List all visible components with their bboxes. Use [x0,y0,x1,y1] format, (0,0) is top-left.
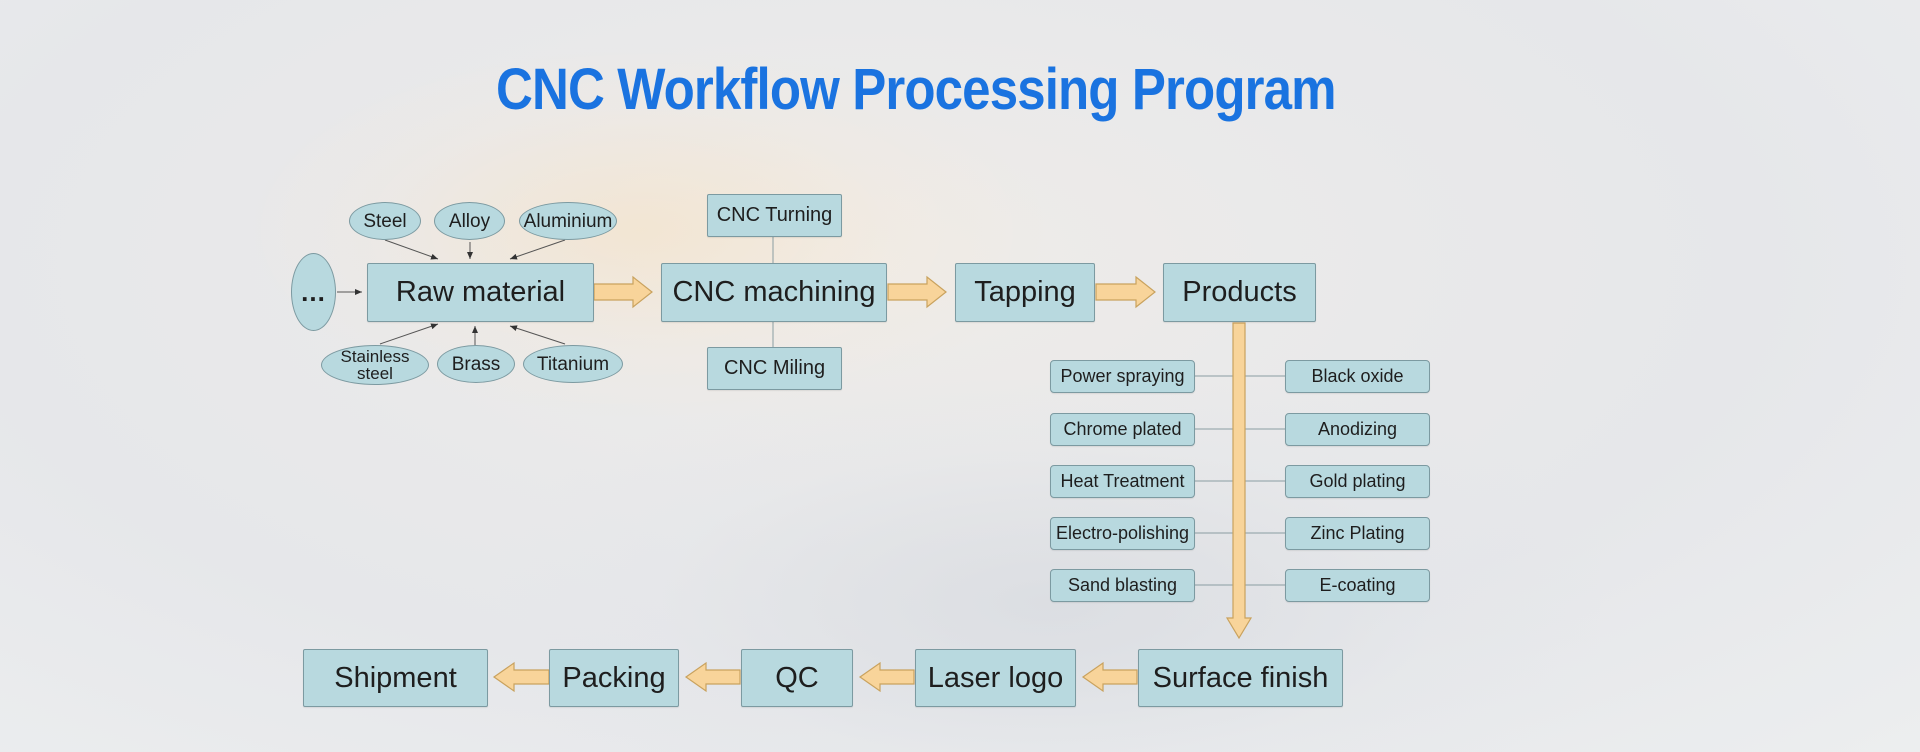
finish-chrome-plated: Chrome plated [1050,413,1195,446]
arrow-laser-to-qc [858,661,915,693]
finish-gold-plating: Gold plating [1285,465,1430,498]
material-aluminium: Aluminium [519,202,617,240]
option-cnc-turning: CNC Turning [707,194,842,237]
arrow-finish-to-laser [1081,661,1138,693]
finish-zinc-plating: Zinc Plating [1285,517,1430,550]
material-titanium: Titanium [523,345,623,383]
material-alloy: Alloy [434,202,505,240]
arrow-packing-to-shipment [492,661,550,693]
node-tapping: Tapping [955,263,1095,322]
arrow-qc-to-packing [684,661,741,693]
finish-power-spraying: Power spraying [1050,360,1195,393]
node-cnc-machining: CNC machining [661,263,887,322]
node-shipment: Shipment [303,649,488,707]
connector-aluminium [509,239,566,260]
finish-sand-blasting: Sand blasting [1050,569,1195,602]
connector-titanium [509,325,566,345]
connector-stainless [379,323,439,345]
more-materials-ellipsis: ... [291,253,336,331]
node-packing: Packing [549,649,679,707]
material-brass: Brass [437,345,515,383]
material-steel: Steel [349,202,421,240]
material-stainless-steel: Stainless steel [321,345,429,385]
arrow-raw-to-machining [593,275,653,309]
node-surface-finish: Surface finish [1138,649,1343,707]
finish-electro-polishing: Electro-polishing [1050,517,1195,550]
finish-anodizing: Anodizing [1285,413,1430,446]
finish-e-coating: E-coating [1285,569,1430,602]
option-cnc-milling: CNC Miling [707,347,842,390]
arrow-products-to-finish [1225,322,1253,640]
finish-heat-treatment: Heat Treatment [1050,465,1195,498]
node-raw-material: Raw material [367,263,594,322]
finish-black-oxide: Black oxide [1285,360,1430,393]
page-title: CNC Workflow Processing Program [496,57,1337,122]
connector-steel [384,239,439,260]
node-qc: QC [741,649,853,707]
node-laser-logo: Laser logo [915,649,1076,707]
arrow-tapping-to-products [1095,275,1156,309]
node-products: Products [1163,263,1316,322]
arrow-machining-to-tapping [887,275,947,309]
